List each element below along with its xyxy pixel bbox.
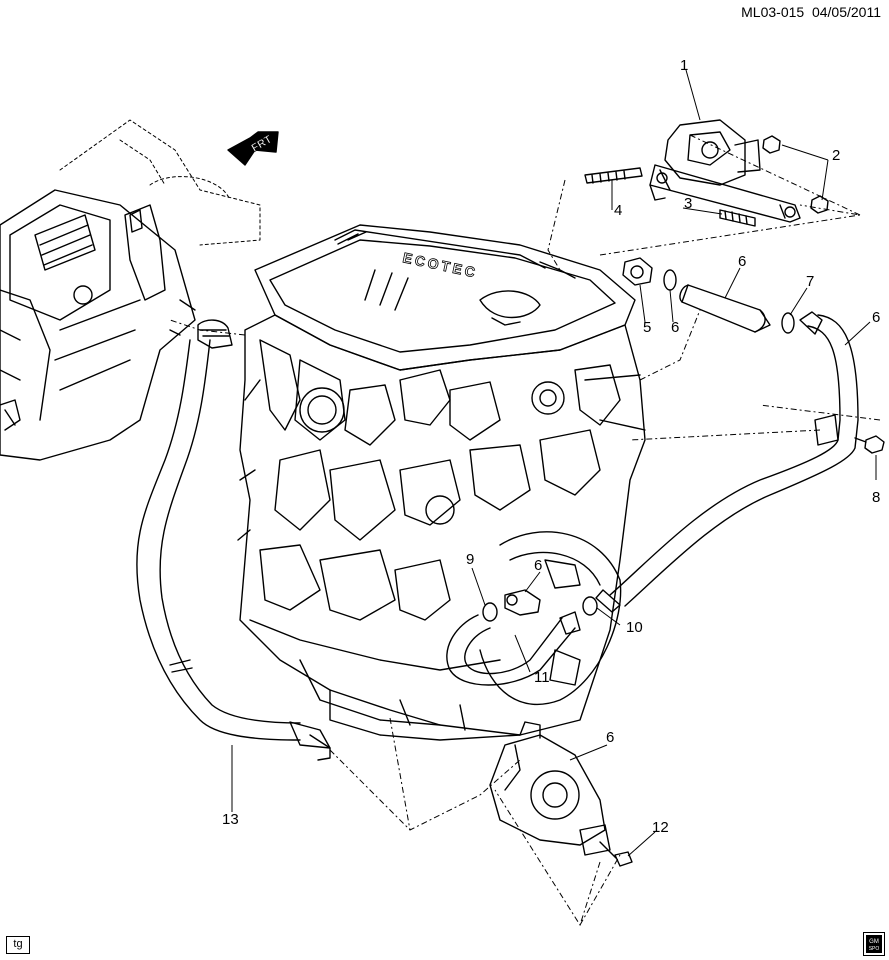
callout-6-a: 6: [671, 319, 680, 336]
callout-9: 8: [872, 489, 881, 506]
callout-1: 1: [680, 57, 689, 74]
callout-8: 6: [872, 309, 881, 326]
callout-6-d: 10: [626, 619, 643, 636]
bolt-9: [854, 435, 885, 454]
callout-6-c: 9: [466, 551, 475, 568]
valve-1: [649, 119, 801, 223]
engine-block: [237, 314, 646, 741]
stud-4: [584, 167, 643, 184]
pump-12: [489, 721, 611, 856]
callout-6-b: 7: [806, 273, 815, 290]
callout-14: 13: [222, 811, 239, 828]
connector-10: [504, 589, 541, 616]
hose-11: [446, 611, 581, 686]
callout-11: 11: [534, 669, 550, 686]
hose-14: [136, 319, 331, 761]
callout-13: 12: [652, 819, 669, 836]
diagram-reference: ML03-015 04/05/2011: [741, 4, 881, 20]
callout-3: 3: [684, 195, 693, 212]
gm-spo-logo-icon: GM SPO: [863, 932, 885, 956]
callout-4: 4: [614, 202, 623, 219]
callout-2: 2: [832, 147, 841, 164]
engine-cover-text: ECOTEC: [401, 249, 479, 281]
svg-text:SPO: SPO: [869, 946, 880, 952]
front-arrow: [227, 131, 279, 166]
callout-5: 5: [643, 319, 652, 336]
reference-date: 04/05/2011: [811, 4, 881, 20]
air-box-housing: [0, 189, 196, 461]
stud-3: [719, 209, 756, 227]
callout-10: 6: [534, 557, 543, 574]
leader-lines: [169, 69, 881, 927]
body-outline: [59, 119, 261, 246]
fitting-5: [622, 257, 653, 286]
corner-tag: tg: [6, 936, 30, 954]
nuts-2: [762, 135, 829, 214]
callout-12: 6: [606, 729, 615, 746]
reference-code: ML03-015: [741, 4, 805, 20]
hose-8: [595, 311, 859, 613]
engine-cover: [254, 224, 636, 371]
bolt-13: [599, 841, 633, 867]
hose-7: [679, 284, 771, 333]
svg-text:GM: GM: [869, 939, 879, 945]
callout-7: 6: [738, 253, 747, 270]
